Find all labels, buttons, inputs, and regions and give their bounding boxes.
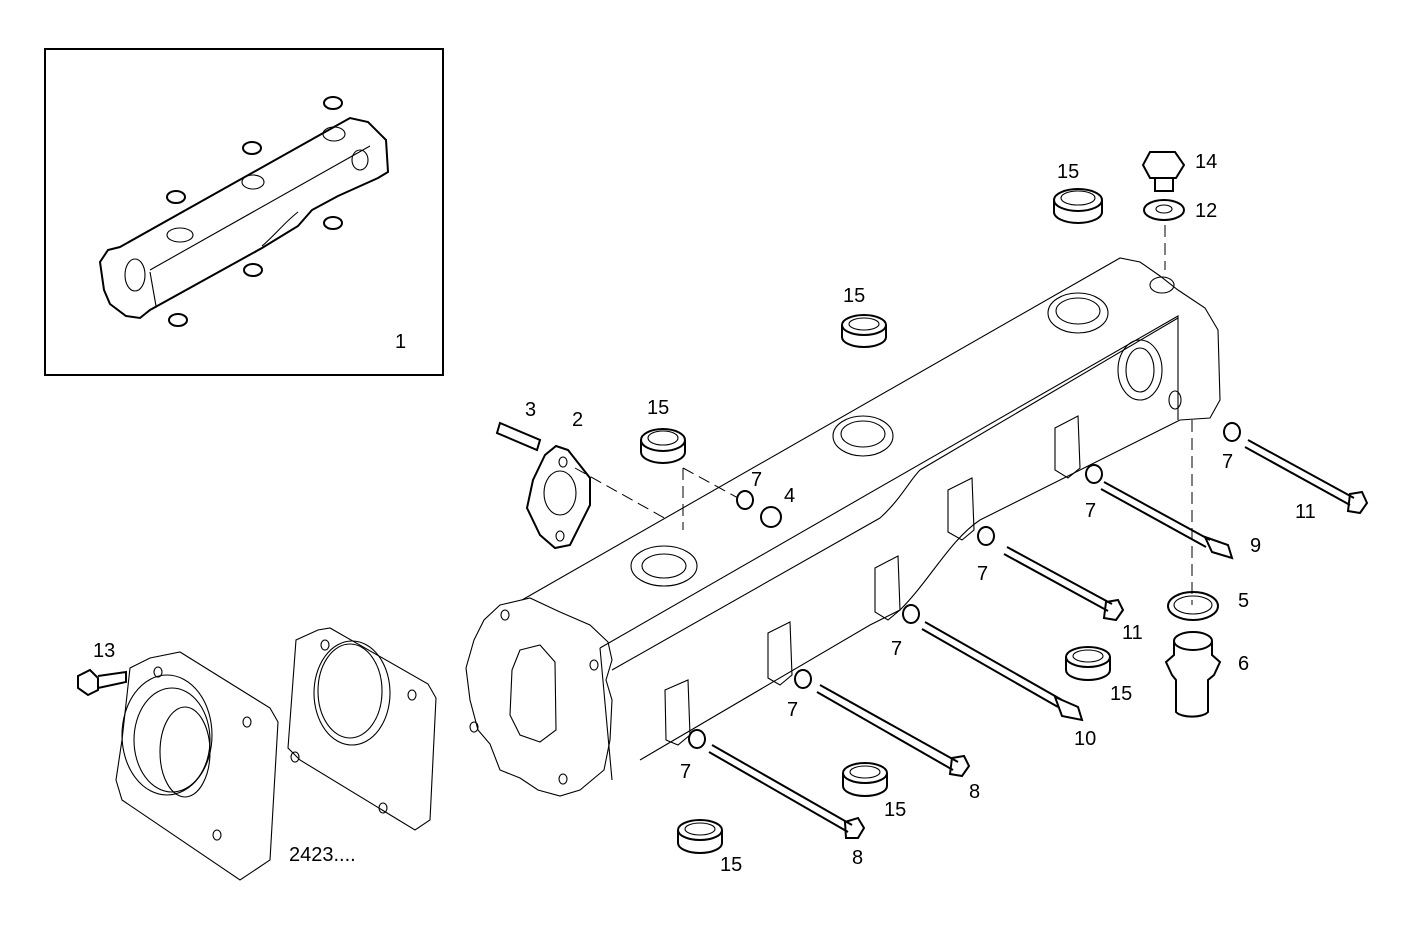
- callout-6[interactable]: 6: [1238, 653, 1250, 675]
- callout-5[interactable]: 5: [1238, 590, 1250, 612]
- callout-1[interactable]: 1: [395, 331, 407, 353]
- callout-2[interactable]: 2: [572, 409, 584, 431]
- callout-15[interactable]: 15: [1057, 161, 1080, 183]
- callout-15[interactable]: 15: [843, 285, 866, 307]
- seal-rings-15: [640, 188, 1111, 854]
- inset-seal-rings: [166, 96, 343, 327]
- reference-note: 2423....: [289, 844, 356, 866]
- callout-3[interactable]: 3: [525, 399, 537, 421]
- manifold-body: [465, 257, 1221, 797]
- callout-7[interactable]: 7: [977, 563, 989, 585]
- callout-15[interactable]: 15: [884, 799, 907, 821]
- callout-15[interactable]: 15: [720, 854, 743, 876]
- callout-7[interactable]: 7: [1085, 500, 1097, 522]
- inset-frame: [44, 48, 444, 376]
- callout-9[interactable]: 9: [1250, 535, 1262, 557]
- callout-8[interactable]: 8: [969, 781, 981, 803]
- callout-4[interactable]: 4: [784, 485, 796, 507]
- callout-7[interactable]: 7: [751, 469, 763, 491]
- part-6-union: [1164, 631, 1222, 718]
- callout-10[interactable]: 10: [1074, 728, 1097, 750]
- part-3-stud: [495, 421, 542, 452]
- callout-7[interactable]: 7: [1222, 451, 1234, 473]
- callout-14[interactable]: 14: [1195, 151, 1218, 173]
- part-14-plug: [1141, 151, 1186, 192]
- callout-15[interactable]: 15: [1110, 683, 1133, 705]
- callout-11[interactable]: 11: [1295, 501, 1316, 523]
- callout-13[interactable]: 13: [93, 640, 116, 662]
- washers-7: [688, 422, 1241, 749]
- callout-8[interactable]: 8: [852, 847, 864, 869]
- callout-7[interactable]: 7: [680, 761, 692, 783]
- callout-12[interactable]: 12: [1195, 200, 1218, 222]
- inset-manifold: [98, 96, 390, 327]
- adapter-flange: [115, 651, 279, 881]
- part-2-gasket: [525, 444, 591, 550]
- bolts: [708, 439, 1369, 839]
- callout-7[interactable]: 7: [787, 699, 799, 721]
- part-12-washer: [1143, 199, 1185, 221]
- part-13-screw: [77, 668, 127, 697]
- flange-gasket: [287, 627, 437, 831]
- part-4-nut: [760, 506, 782, 528]
- callout-11[interactable]: 11: [1122, 622, 1143, 644]
- assembly-lines: [574, 225, 1193, 605]
- callout-15[interactable]: 15: [647, 397, 670, 419]
- callout-7[interactable]: 7: [891, 638, 903, 660]
- part-5-washer: [1167, 591, 1219, 621]
